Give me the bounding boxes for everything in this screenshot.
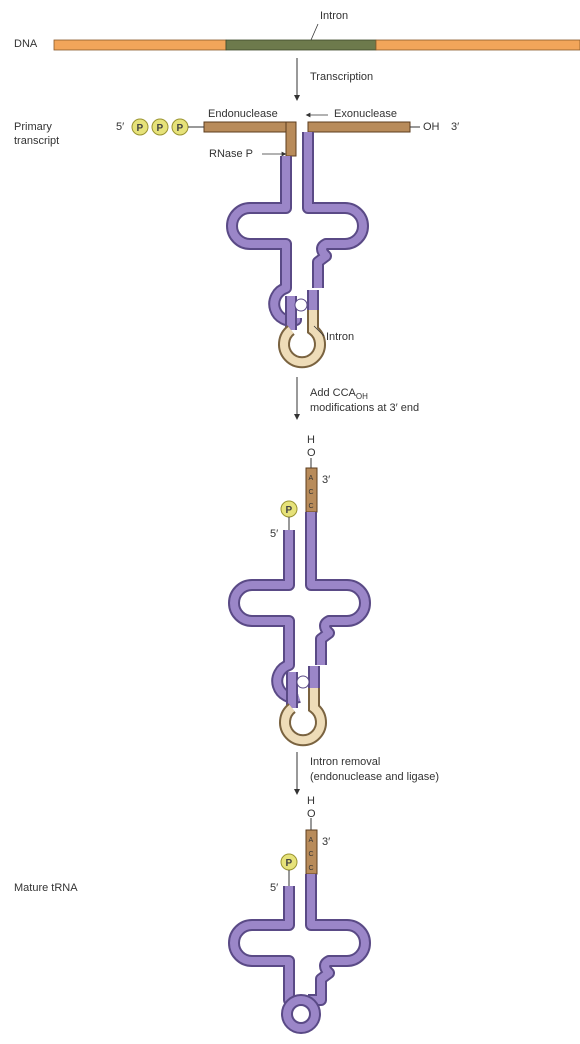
primary-oh-label: OH [423, 121, 440, 134]
primary-transcript: P P P [132, 115, 420, 362]
dna-exon-left [54, 40, 226, 50]
modified-h-label: H [307, 434, 315, 447]
endonuclease-label: Endonuclease [208, 108, 278, 121]
mature-five-prime: 5′ [270, 882, 278, 895]
transcription-label: Transcription [310, 71, 373, 84]
exonuclease-label: Exonuclease [334, 108, 397, 121]
add-cca-label-2: modifications at 3′ end [310, 402, 419, 415]
add-cca-label-1: Add CCAOH [310, 387, 368, 403]
mature-three-prime: 3′ [322, 836, 330, 849]
intron-removal-label-1: Intron removal [310, 756, 380, 769]
modified-phosphate-label: P [286, 505, 293, 516]
leader-5-down [286, 122, 296, 156]
mature-h-label: H [307, 795, 315, 808]
primary-transcript-label-2: transcript [14, 135, 59, 148]
intron-pointer-line [311, 24, 318, 40]
modified-three-prime: 3′ [322, 474, 330, 487]
dna-label: DNA [14, 38, 37, 51]
phosphate-3-label: P [177, 123, 184, 134]
mature-cca-base-a: A [309, 837, 314, 844]
modified-trna: A C C P [234, 458, 365, 740]
cca-base-c1: C [309, 489, 314, 496]
d-loop-hole [295, 299, 307, 311]
leader-5-strand [204, 122, 296, 132]
add-cca-subscript: OH [356, 392, 368, 401]
modified-five-prime: 5′ [270, 528, 278, 541]
mature-trna: A C C P [234, 818, 365, 1028]
mature-cca-base-c1: C [309, 851, 314, 858]
mature-trna-label: Mature tRNA [14, 882, 78, 895]
rnase-p-label: RNase P [209, 148, 253, 161]
mature-phosphate-label: P [286, 858, 293, 869]
dna-exon-right [376, 40, 580, 50]
primary-cloverleaf [232, 132, 363, 362]
cca-base-c2: C [309, 503, 314, 510]
primary-three-prime: 3′ [451, 121, 459, 134]
primary-transcript-label-1: Primary [14, 121, 52, 134]
modified-cloverleaf-body [234, 512, 365, 698]
dna-intron-label: Intron [320, 10, 348, 23]
dna-strand [54, 24, 580, 50]
trailer-3-strand [308, 122, 410, 132]
modified-o-label: O [307, 447, 316, 460]
dna-intron [226, 40, 376, 50]
cca-base-a: A [309, 475, 314, 482]
add-cca-prefix: Add CCA [310, 387, 356, 399]
mature-cloverleaf-body [234, 874, 365, 1000]
mature-o-label: O [307, 808, 316, 821]
mature-cca-base-c2: C [309, 865, 314, 872]
primary-five-prime: 5′ [116, 121, 124, 134]
phosphate-1-label: P [137, 123, 144, 134]
primary-intron-label: Intron [326, 331, 354, 344]
phosphate-2-label: P [157, 123, 164, 134]
intron-removal-label-2: (endonuclease and ligase) [310, 771, 439, 784]
